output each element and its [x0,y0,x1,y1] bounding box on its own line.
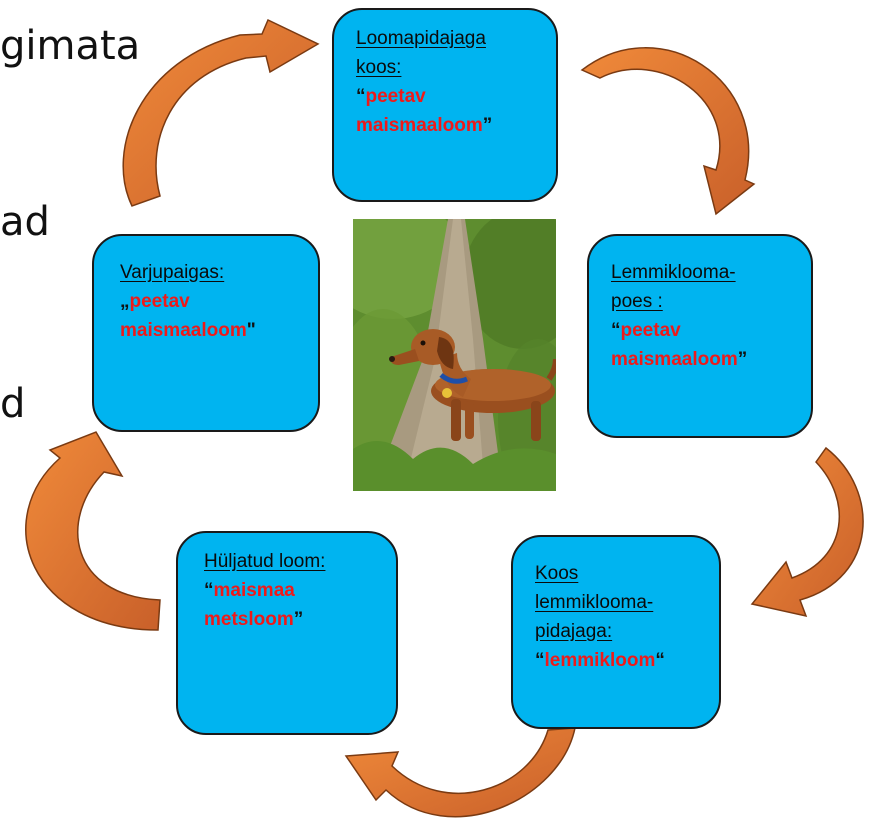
arrow-left-to-top [122,18,320,207]
box-label-line: Lemmiklooma- [611,262,736,283]
dachshund-illustration [353,219,556,491]
open-quote: “ [535,650,545,671]
box-label-line: poes : [611,291,663,312]
arrow-bottom-left-to-left [25,431,161,631]
cycle-box-bottom-right: Koos lemmiklooma- pidajaga: “lemmikloom“ [511,535,721,729]
box-label-line: Varjupaigas: [120,262,225,283]
highlight-term: maismaa [213,580,295,601]
open-quote: „ [120,291,130,312]
close-quote: ” [737,349,748,370]
left-edge-text-1: gimata [0,23,141,69]
open-quote: “ [611,320,621,341]
highlight-term: peetav [365,86,426,107]
highlight-term: metsloom [204,609,294,630]
arrow-bottom-right-to-bottom-left [344,727,576,818]
open-quote: “ [204,580,214,601]
cycle-box-top: Loomapidajaga koos: “peetav maismaaloom” [332,8,558,202]
highlight-term: peetav [129,291,190,312]
close-quote: “ [655,650,665,671]
open-quote: “ [356,86,366,107]
cycle-box-right: Lemmiklooma- poes : “peetav maismaaloom” [587,234,813,438]
box-label-line: Koos [535,563,579,584]
close-quote: " [246,320,256,341]
box-label-line: lemmiklooma- [535,592,654,613]
cycle-box-bottom-left: Hüljatud loom: “maismaa metsloom” [176,531,398,735]
highlight-term: lemmikloom [544,650,656,671]
box-label-line: Loomapidajaga [356,28,486,49]
highlight-term: peetav [620,320,681,341]
highlight-term: maismaaloom [120,320,247,341]
arrow-top-to-right [580,47,756,216]
box-label-line: pidajaga: [535,621,613,642]
close-quote: ” [293,609,304,630]
highlight-term: maismaaloom [611,349,738,370]
left-edge-text-2: ad [0,199,50,245]
cycle-box-left: Varjupaigas: „peetav maismaaloom" [92,234,320,432]
dachshund-photo [353,219,556,491]
highlight-term: maismaaloom [356,115,483,136]
arrow-right-to-bottom-right [750,446,864,618]
box-label-line: Hüljatud loom: [204,551,326,572]
left-edge-text-3: d [0,381,26,427]
box-label-line: koos: [356,57,402,78]
close-quote: ” [482,115,493,136]
